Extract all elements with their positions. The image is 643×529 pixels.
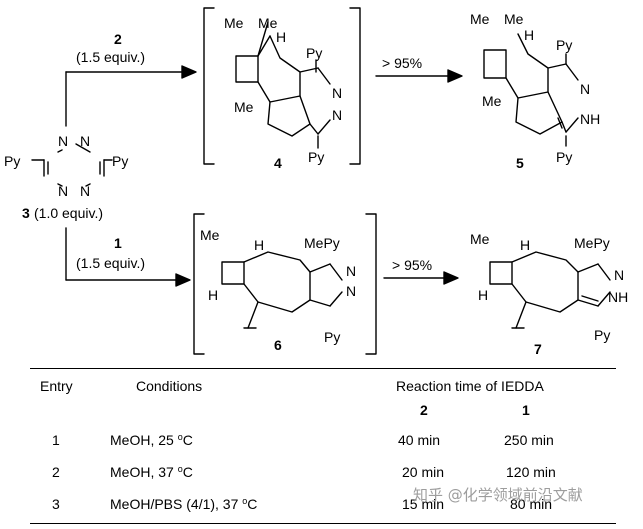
row-2-time-1: 120 min <box>506 464 556 480</box>
structure-4 <box>235 21 331 149</box>
reagent-1-equiv: (1.5 equiv.) <box>76 255 145 271</box>
s5-me-1: Me <box>470 11 490 27</box>
row-3-unit: C <box>247 496 258 512</box>
arrow-bottom <box>65 227 191 287</box>
row-1-degree: o <box>177 432 183 442</box>
reagent-2-equiv: (1.5 equiv.) <box>76 49 145 65</box>
s5-me-3: Me <box>482 93 502 109</box>
s5-py-bottom: Py <box>556 149 572 165</box>
row-3-time-2: 15 min <box>402 496 445 512</box>
s4-n-1: N <box>332 85 342 101</box>
s5-py-top: Py <box>556 37 572 53</box>
atom-n-3: N <box>58 183 68 199</box>
s4-me-3: Me <box>234 99 254 115</box>
s7-nh: NH <box>608 289 628 305</box>
atom-n-1: N <box>58 133 68 149</box>
product-5-number: 5 <box>516 155 524 171</box>
structure-6 <box>221 251 343 329</box>
s6-n-1: N <box>346 263 356 279</box>
product-7-number: 7 <box>534 341 542 357</box>
reaction-scheme: N N N N Py Py 3 (1.0 equiv.) 2 (1.5 equi… <box>4 7 628 357</box>
intermediate-4-number: 4 <box>274 155 282 171</box>
s4-py-bottom: Py <box>308 149 324 165</box>
watermark: 知乎 @化学领域前沿文献 <box>413 486 583 504</box>
s7-n: N <box>614 267 624 283</box>
start-number: 3 <box>22 205 30 221</box>
s4-h: H <box>276 29 286 45</box>
s6-py: Py <box>324 329 340 345</box>
header-col-2: 2 <box>420 402 428 418</box>
row-2-time-2: 20 min <box>402 464 445 480</box>
s6-mepy: MePy <box>304 235 340 251</box>
arrow-yield-bottom <box>383 271 459 285</box>
tetrazine-ring <box>31 143 113 187</box>
s4-n-2: N <box>332 107 342 123</box>
reagent-2-number: 2 <box>114 31 122 47</box>
s5-nh: NH <box>580 111 600 127</box>
s6-h-2: H <box>208 287 218 303</box>
row-3-degree: o <box>242 496 248 506</box>
bracket-intermediate-4 <box>203 7 361 165</box>
s7-mepy: MePy <box>574 235 610 251</box>
row-2-unit: C <box>182 464 193 480</box>
table-rule-bottom <box>30 523 616 524</box>
conditions-table: Entry Conditions Reaction time of IEDDA … <box>0 364 643 529</box>
table-rule-top <box>30 368 616 369</box>
header-entry: Entry <box>40 378 73 394</box>
structure-5 <box>483 33 579 147</box>
s7-py: Py <box>594 327 610 343</box>
s6-n-2: N <box>346 283 356 299</box>
structure-7 <box>489 251 611 329</box>
row-3-entry: 3 <box>52 496 60 512</box>
atom-n-4: N <box>80 183 90 199</box>
row-2-conditions: MeOH, 37 oC <box>110 464 193 480</box>
row-1-conditions: MeOH, 25 oC <box>110 432 193 448</box>
s5-h: H <box>524 27 534 43</box>
row-3-time-1: 80 min <box>510 496 553 512</box>
yield-bottom: > 95% <box>392 257 432 273</box>
yield-top: > 95% <box>382 55 422 71</box>
row-3-conditions: MeOH/PBS (4/1), 37 oC <box>110 496 257 512</box>
s5-me-2: Me <box>504 11 524 27</box>
row-2-entry: 2 <box>52 464 60 480</box>
intermediate-6-number: 6 <box>274 337 282 353</box>
row-1-time-2: 40 min <box>398 432 441 448</box>
row-3-conditions-text: MeOH/PBS (4/1), 37 <box>110 496 243 512</box>
start-equiv: (1.0 equiv.) <box>34 205 103 221</box>
s5-n: N <box>580 81 590 97</box>
header-conditions: Conditions <box>136 378 203 394</box>
row-1-unit: C <box>182 432 193 448</box>
atom-n-2: N <box>80 133 90 149</box>
arrow-top <box>65 65 197 127</box>
header-reaction-time: Reaction time of IEDDA <box>396 378 544 394</box>
bracket-intermediate-6 <box>193 213 377 355</box>
s7-me: Me <box>470 231 490 247</box>
row-1-entry: 1 <box>52 432 60 448</box>
s6-me: Me <box>200 227 220 243</box>
row-2-degree: o <box>177 464 183 474</box>
arrow-yield-top <box>375 69 463 83</box>
s7-h-2: H <box>478 287 488 303</box>
reagent-1-number: 1 <box>114 235 122 251</box>
s4-py-top: Py <box>306 45 322 61</box>
row-1-time-1: 250 min <box>504 432 554 448</box>
s6-h-1: H <box>254 237 264 253</box>
row-1-conditions-text: MeOH, 25 <box>110 432 178 448</box>
s7-h-1: H <box>520 237 530 253</box>
row-2-conditions-text: MeOH, 37 <box>110 464 178 480</box>
start-py-left: Py <box>4 153 20 169</box>
s4-me-1: Me <box>224 15 244 31</box>
header-col-1: 1 <box>522 402 530 418</box>
start-py-right: Py <box>112 153 128 169</box>
s4-me-2: Me <box>258 15 278 31</box>
